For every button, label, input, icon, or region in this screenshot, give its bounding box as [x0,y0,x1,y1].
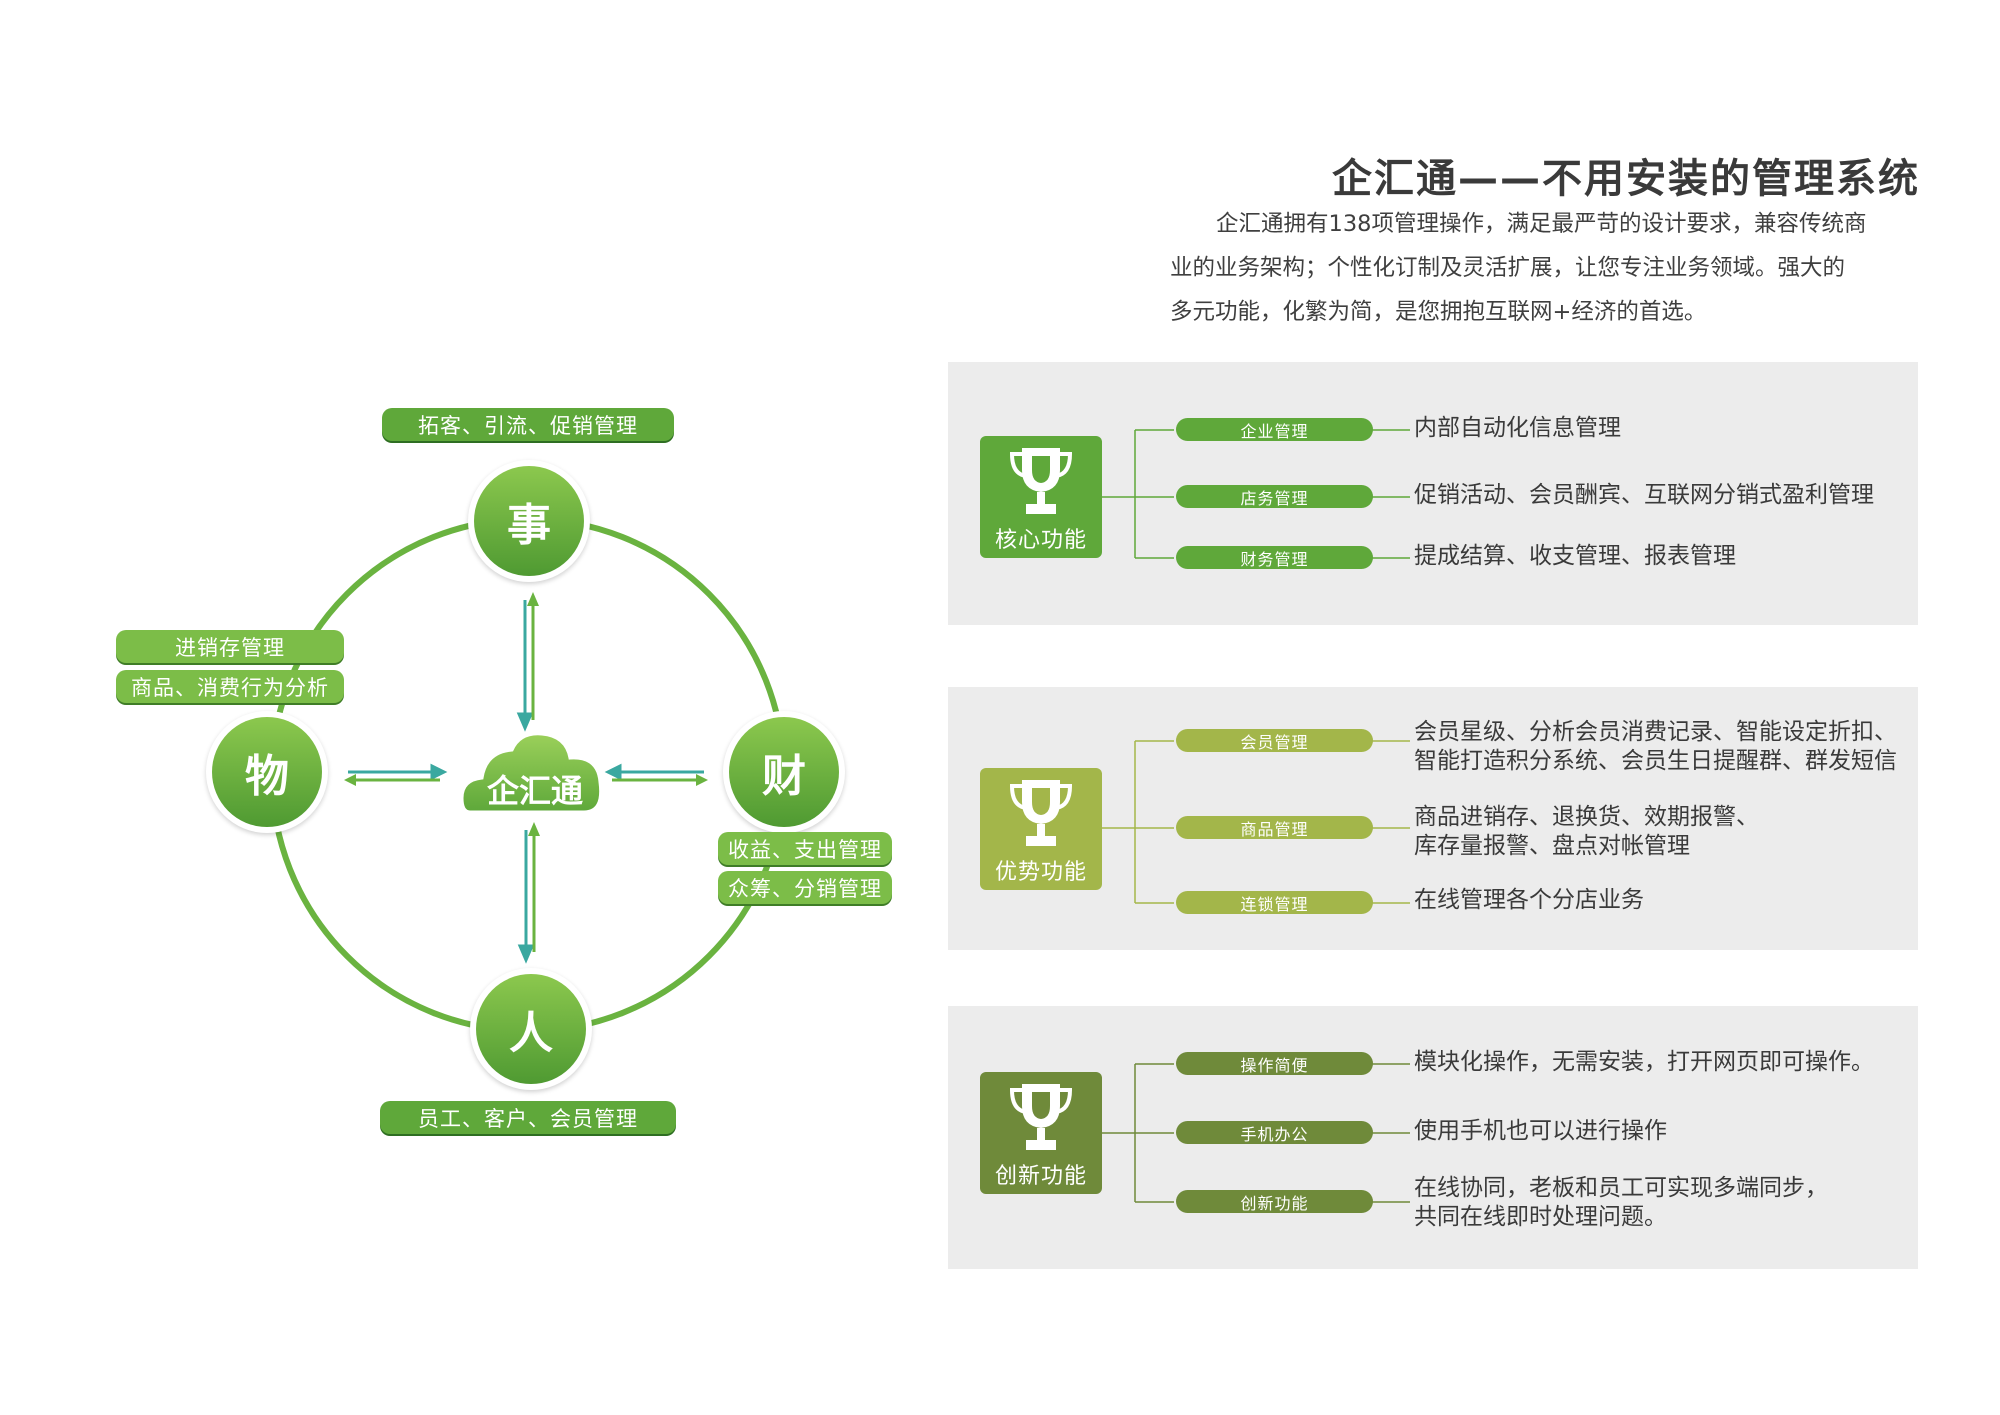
panel-core [948,362,1918,625]
panel-advantage [948,687,1918,950]
desc-line: 商品进销存、退换货、效期报警、 [1414,804,1759,830]
badge-advantage-label: 优势功能 [994,860,1087,885]
desc-enterprise-management: 内部自动化信息管理 [1414,414,1621,443]
tag-mobile-office: 手机办公 [1176,1121,1373,1144]
badge-core-label: 核心功能 [994,528,1087,553]
desc-line: 共同在线即时处理问题。 [1414,1204,1667,1230]
node-top: 事 [468,460,590,582]
arrow-right [604,763,708,786]
desc-line: 智能打造积分系统、会员生日提醒群、群发短信 [1414,748,1897,774]
trophy-icon [1009,448,1073,514]
panel-innovation [948,1006,1918,1269]
node-bottom-label: 人 [476,974,586,1084]
desc-line: 在线管理各个分店业务 [1414,887,1644,913]
badge-innovation: 创新功能 [980,1072,1102,1194]
desc-member-management: 会员星级、分析会员消费记录、智能设定折扣、 智能打造积分系统、会员生日提醒群、群… [1414,718,1897,776]
tag-product-management: 商品管理 [1176,816,1373,839]
label-left-2: 商品、消费行为分析 [116,670,344,703]
trophy-icon [1009,780,1073,846]
desc-line: 库存量报警、盘点对帐管理 [1414,833,1690,859]
desc-chain-management: 在线管理各个分店业务 [1414,886,1644,915]
node-right: 财 [723,711,845,833]
label-left-1: 进销存管理 [116,630,344,663]
intro-line: 企汇通拥有138项管理操作，满足最严苛的设计要求，兼容传统商 [1216,211,1867,237]
node-top-label: 事 [474,466,584,576]
desc-innovation-function: 在线协同，老板和员工可实现多端同步， 共同在线即时处理问题。 [1414,1174,1828,1232]
node-bottom: 人 [470,968,592,1090]
arrow-top [516,592,539,732]
desc-line: 使用手机也可以进行操作 [1414,1118,1667,1144]
desc-product-management: 商品进销存、退换货、效期报警、 库存量报警、盘点对帐管理 [1414,803,1759,861]
desc-line: 提成结算、收支管理、报表管理 [1414,543,1736,569]
desc-easy-operation: 模块化操作，无需安装，打开网页即可操作。 [1414,1048,1874,1077]
desc-store-management: 促销活动、会员酬宾、互联网分销式盈利管理 [1414,481,1874,510]
desc-finance-management: 提成结算、收支管理、报表管理 [1414,542,1736,571]
tag-chain-management: 连锁管理 [1176,891,1373,914]
tag-store-management: 店务管理 [1176,485,1373,508]
tag-enterprise-management: 企业管理 [1176,418,1373,441]
page-title: 企汇通——不用安装的管理系统 [1332,156,1920,202]
tag-easy-operation: 操作简便 [1176,1052,1373,1075]
node-left: 物 [206,711,328,833]
tag-member-management: 会员管理 [1176,729,1373,752]
intro-paragraph: 企汇通拥有138项管理操作，满足最严苛的设计要求，兼容传统商 业的业务架构；个性… [1170,202,1922,334]
desc-line: 会员星级、分析会员消费记录、智能设定折扣、 [1414,719,1897,745]
center-logo-text: 企汇通 [487,772,584,810]
tag-finance-management: 财务管理 [1176,546,1373,569]
intro-line: 业的业务架构；个性化订制及灵活扩展，让您专注业务领域。强大的 [1170,255,1846,281]
badge-advantage: 优势功能 [980,768,1102,890]
desc-line: 模块化操作，无需安装，打开网页即可操作。 [1414,1049,1874,1075]
label-top: 拓客、引流、促销管理 [382,408,674,441]
label-bottom: 员工、客户、会员管理 [380,1101,676,1134]
arrow-left [344,763,448,786]
badge-core: 核心功能 [980,436,1102,558]
desc-line: 在线协同，老板和员工可实现多端同步， [1414,1175,1828,1201]
arrow-bottom [517,822,540,964]
node-right-label: 财 [729,717,839,827]
desc-line: 促销活动、会员酬宾、互联网分销式盈利管理 [1414,482,1874,508]
label-right-2: 众筹、分销管理 [718,871,892,904]
trophy-icon [1009,1084,1073,1150]
badge-innovation-label: 创新功能 [994,1164,1087,1189]
intro-line: 多元功能，化繁为简，是您拥抱互联网+经济的首选。 [1170,299,1707,325]
desc-mobile-office: 使用手机也可以进行操作 [1414,1117,1667,1146]
node-left-label: 物 [212,717,322,827]
tag-innovation-function: 创新功能 [1176,1190,1373,1213]
label-right-1: 收益、支出管理 [718,832,892,865]
desc-line: 内部自动化信息管理 [1414,415,1621,441]
